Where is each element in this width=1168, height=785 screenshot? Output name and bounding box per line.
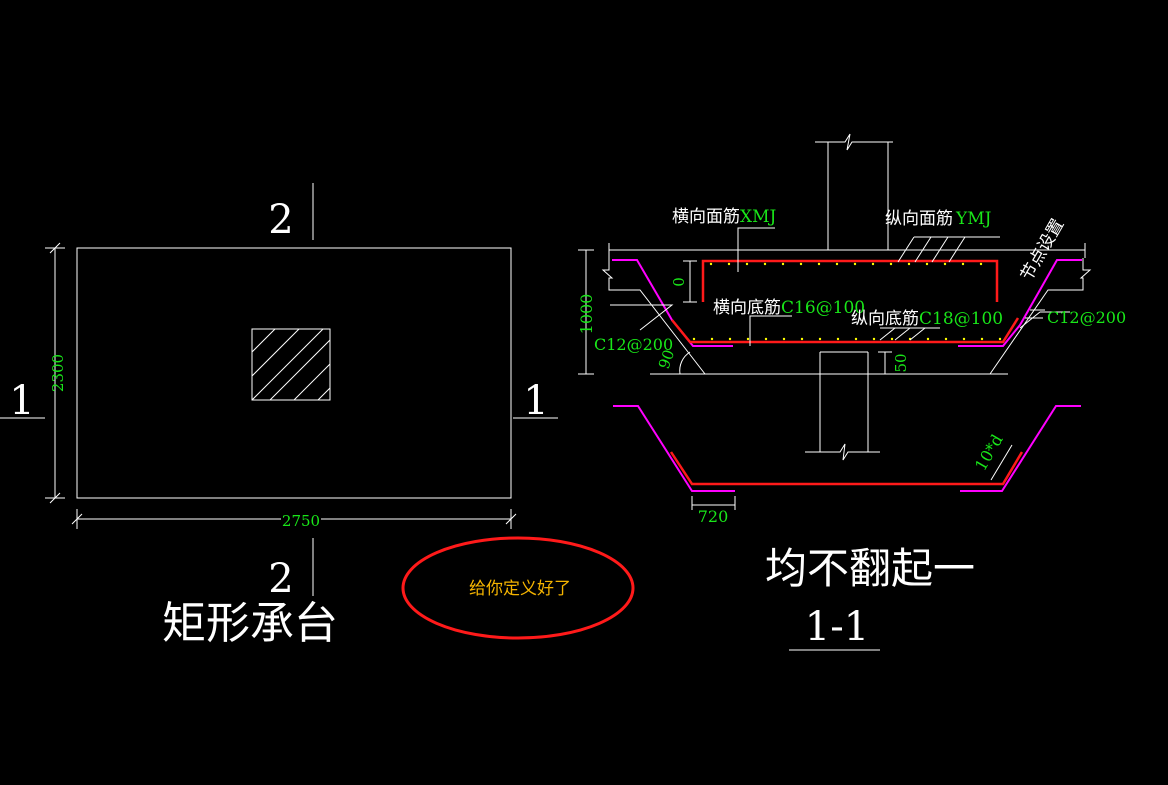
detail-dimension-lines: [691, 444, 1013, 510]
section-mark-lines: [0, 183, 558, 596]
annotation-text: 给你定义好了: [469, 579, 571, 599]
label-bottom-transverse: 横向底筋C16@100: [713, 298, 865, 318]
column-above: [815, 133, 893, 250]
leader-lines: [610, 227, 1070, 346]
angle-arc: [679, 351, 691, 375]
column-hatched: [251, 328, 331, 401]
section-mark-right: 1: [523, 378, 548, 424]
annotation-callout: 给你定义好了: [401, 536, 635, 640]
section-mark-bottom: 2: [268, 556, 293, 602]
section-title: 1-1: [805, 604, 869, 650]
section-note: 均不翻起一: [765, 544, 975, 593]
label-top-transverse: 横向面筋XMJ: [672, 207, 777, 227]
side-bar-left-label: C12@200: [594, 335, 673, 354]
label-bottom-longitudinal: 纵向底筋C18@100: [851, 309, 1003, 329]
angle-label: 90: [655, 347, 678, 371]
pile-below: [805, 351, 880, 461]
pile-cap-outline: [76, 247, 512, 499]
plan-title: 矩形承台: [162, 598, 338, 649]
section-mark-top: 2: [268, 197, 293, 243]
annotation-ellipse: [401, 536, 635, 640]
dim-height-label: 1000: [577, 294, 596, 335]
dim-width-text: 2750: [282, 512, 320, 530]
cap-top-line: [608, 243, 1086, 258]
main-rebar-red: [671, 259, 1020, 344]
detail-side-bar: [613, 405, 1081, 492]
dimension-lines: [578, 249, 892, 375]
dim-anchor-label: 720: [698, 507, 729, 526]
dim-height-line: [45, 242, 65, 504]
dim-top-cover-label: 0: [670, 277, 688, 287]
rebar-dots: [692, 262, 1002, 341]
dim-bottom-cover-label: 50: [892, 353, 910, 372]
dim-height-text: 2300: [49, 354, 67, 392]
side-bar-right-label: C12@200: [1047, 308, 1126, 327]
plan-view: 2300 2750 2 2 1 1 矩形承台: [0, 183, 558, 649]
cap-outline: [601, 258, 1092, 375]
dim-bend-label: 10*d: [971, 431, 1007, 474]
section-mark-left: 1: [9, 378, 34, 424]
detail-main-bar: [669, 451, 1024, 486]
